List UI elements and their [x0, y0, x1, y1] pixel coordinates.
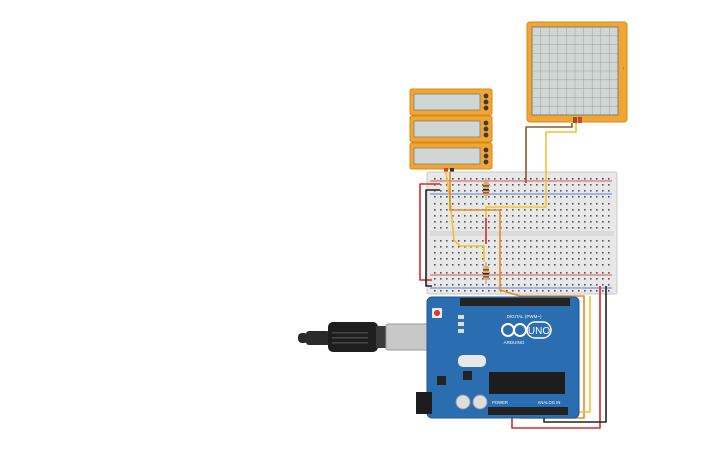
digital-pwm-label: DIGITAL (PWM~) — [507, 314, 542, 319]
wire-brown-scope[interactable] — [525, 123, 573, 183]
usb-cable-icon[interactable] — [298, 322, 433, 352]
arduino-logo — [501, 321, 552, 339]
resistor-1[interactable] — [483, 178, 489, 200]
wire-black-left-loop[interactable] — [425, 189, 440, 287]
power-label: POWER — [492, 400, 508, 405]
lcd-pin[interactable] — [444, 168, 448, 174]
oscilloscope-probe-pin[interactable] — [573, 117, 577, 123]
crystal — [458, 355, 486, 367]
lcd-pin[interactable] — [450, 168, 454, 174]
ic-chip-icon — [489, 372, 565, 394]
oscilloscope-grid — [532, 27, 618, 115]
arduino-uno-board[interactable]: UNO ARDUINO DIGITAL (PWM~) POWER ANALOG … — [416, 296, 580, 419]
power-analog-header[interactable] — [488, 407, 568, 415]
breadboard[interactable] — [426, 171, 618, 295]
lcd-display-2[interactable] — [409, 115, 493, 143]
lcd-display-1[interactable] — [409, 88, 493, 116]
oscilloscope-arrow-icon: ↑ — [622, 66, 625, 72]
wire-yellow-scope[interactable] — [485, 123, 577, 218]
resistor-2[interactable] — [483, 262, 489, 284]
lcd-display-3[interactable] — [409, 142, 493, 174]
oscilloscope-probe-pin-2[interactable] — [578, 117, 582, 123]
board-brand-label: ARDUINO — [504, 340, 525, 345]
capacitor — [472, 394, 488, 410]
capacitor — [455, 394, 471, 410]
analog-in-label: ANALOG IN — [538, 400, 561, 405]
oscilloscope[interactable]: ↑ — [526, 21, 628, 123]
breadboard-center-gap — [430, 231, 614, 236]
board-model-label: UNO — [528, 326, 550, 337]
digital-header[interactable] — [460, 298, 570, 306]
power-jack-icon[interactable] — [416, 392, 432, 414]
